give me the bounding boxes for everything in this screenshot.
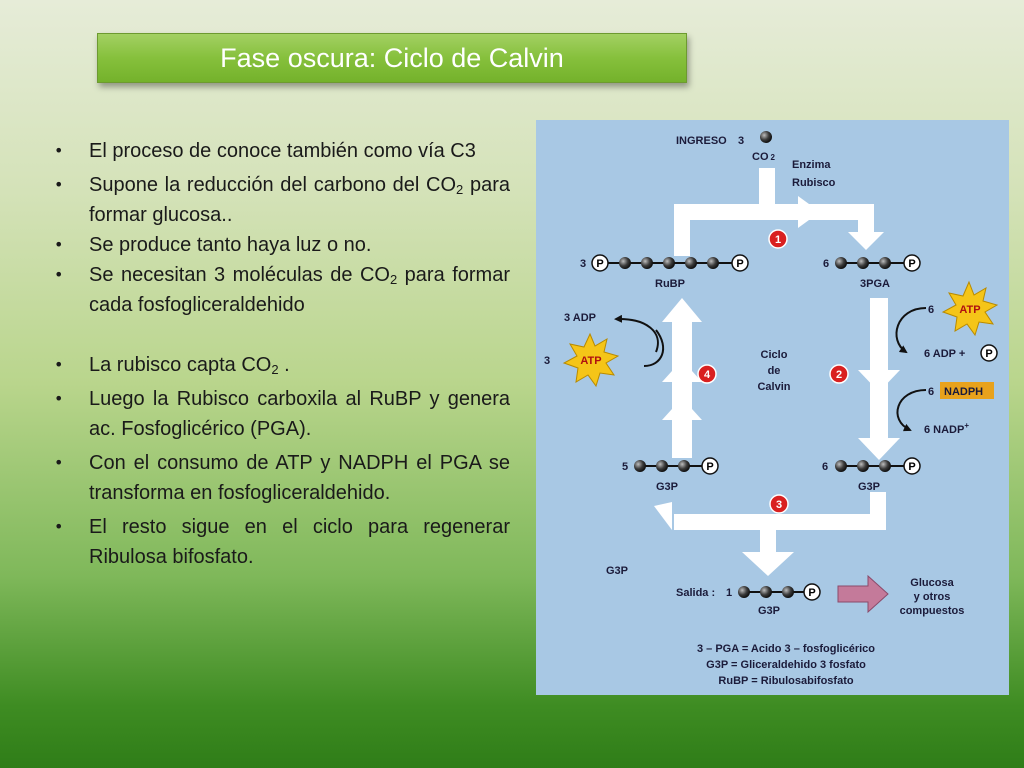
svg-text:P: P: [596, 258, 603, 270]
bullet-item: El resto sigue en el ciclo para regenera…: [50, 512, 510, 572]
svg-text:3 ADP: 3 ADP: [564, 312, 596, 324]
svg-text:Salida :: Salida :: [676, 587, 715, 599]
atp-nadph-right: 6 ATP 6 ADP + P 6 NADPH 6 NADP+: [895, 280, 999, 436]
atp-adp-left: 3 ADP 3 ATP: [544, 312, 665, 388]
svg-text:3PGA: 3PGA: [860, 278, 890, 290]
svg-text:Ciclo: Ciclo: [761, 349, 788, 361]
step-marker-1: 1: [768, 229, 788, 249]
bullet-item: La rubisco capta CO2 .: [50, 350, 510, 380]
g3p-molecule-right: 6 P G3P: [822, 457, 921, 493]
svg-text:5: 5: [622, 461, 628, 473]
svg-text:compuestos: compuestos: [900, 605, 965, 617]
svg-text:RuBP = Ribulosabifosfato: RuBP = Ribulosabifosfato: [718, 675, 853, 687]
svg-text:Rubisco: Rubisco: [792, 177, 836, 189]
svg-text:P: P: [985, 348, 992, 360]
svg-text:6 ADP +: 6 ADP +: [924, 348, 965, 360]
svg-text:3: 3: [580, 258, 586, 270]
svg-text:6: 6: [928, 304, 934, 316]
cycle-arrows: [654, 168, 900, 576]
svg-text:Calvin: Calvin: [757, 381, 790, 393]
svg-text:G3P: G3P: [656, 481, 678, 493]
svg-text:6: 6: [928, 386, 934, 398]
bullet-item: Con el consumo de ATP y NADPH el PGA se …: [50, 448, 510, 508]
svg-text:2: 2: [836, 369, 842, 381]
step-markers: 1 2 3 4: [697, 229, 849, 514]
atp-burst-left: [562, 332, 620, 388]
bullet-list: El proceso de conoce también como vía C3…: [50, 136, 510, 572]
svg-text:CO2: CO2: [752, 151, 776, 163]
svg-text:6 NADP+: 6 NADP+: [924, 421, 969, 436]
svg-text:y otros: y otros: [914, 591, 951, 603]
rubp-molecule: 3 P P RuBP: [580, 254, 749, 290]
bullet-item: Luego la Rubisco carboxila al RuBP y gen…: [50, 384, 510, 444]
output-arrow: [837, 574, 889, 614]
bullet-item: Se necesitan 3 moléculas de CO2 para for…: [50, 260, 510, 320]
svg-text:1: 1: [775, 234, 781, 246]
svg-text:6: 6: [822, 461, 828, 473]
atp-burst-right: [941, 280, 999, 337]
g3p-output: G3P Salida : 1 P G3P Glucosa y otros com…: [606, 565, 964, 617]
g3p-molecule-left: 5 P G3P: [622, 457, 719, 493]
svg-text:ATP: ATP: [959, 304, 980, 316]
step-marker-4: 4: [697, 364, 717, 384]
step-marker-3: 3: [769, 494, 789, 514]
svg-text:Enzima: Enzima: [792, 159, 831, 171]
svg-text:P: P: [706, 461, 713, 473]
svg-text:RuBP: RuBP: [655, 278, 685, 290]
svg-text:3 – PGA = Acido 3 – fosfoglicé: 3 – PGA = Acido 3 – fosfoglicérico: [697, 643, 875, 655]
slide-title-text: Fase oscura: Ciclo de Calvin: [220, 42, 564, 73]
step-marker-2: 2: [829, 364, 849, 384]
svg-text:6: 6: [823, 258, 829, 270]
diagram-legend: 3 – PGA = Acido 3 – fosfoglicérico G3P =…: [697, 643, 875, 687]
svg-text:P: P: [908, 461, 915, 473]
svg-text:P: P: [908, 258, 915, 270]
bullet-item: Supone la reducción del carbono del CO2 …: [50, 170, 510, 230]
nadph-box: [940, 382, 994, 399]
svg-text:G3P: G3P: [858, 481, 880, 493]
svg-text:Glucosa: Glucosa: [910, 577, 954, 589]
pga-molecule: 6 P 3PGA: [823, 254, 921, 290]
cycle-center-label: Ciclo de Calvin: [757, 349, 790, 393]
svg-text:P: P: [808, 587, 815, 599]
svg-text:3: 3: [776, 499, 782, 511]
svg-text:G3P: G3P: [606, 565, 628, 577]
svg-text:G3P = Gliceraldehido 3 fosfato: G3P = Gliceraldehido 3 fosfato: [706, 659, 866, 671]
svg-text:3: 3: [738, 135, 744, 147]
svg-text:P: P: [736, 258, 743, 270]
svg-text:INGRESO: INGRESO: [676, 135, 727, 147]
svg-text:1: 1: [726, 587, 732, 599]
svg-text:ATP: ATP: [580, 355, 601, 367]
svg-text:de: de: [768, 365, 781, 377]
svg-text:NADPH: NADPH: [944, 386, 983, 398]
svg-text:G3P: G3P: [758, 605, 780, 617]
bullet-item: Se produce tanto haya luz o no.: [50, 230, 510, 260]
svg-text:3: 3: [544, 355, 550, 367]
bullet-item: El proceso de conoce también como vía C3: [50, 136, 510, 166]
slide-title: Fase oscura: Ciclo de Calvin: [97, 33, 687, 83]
svg-text:4: 4: [704, 369, 711, 381]
